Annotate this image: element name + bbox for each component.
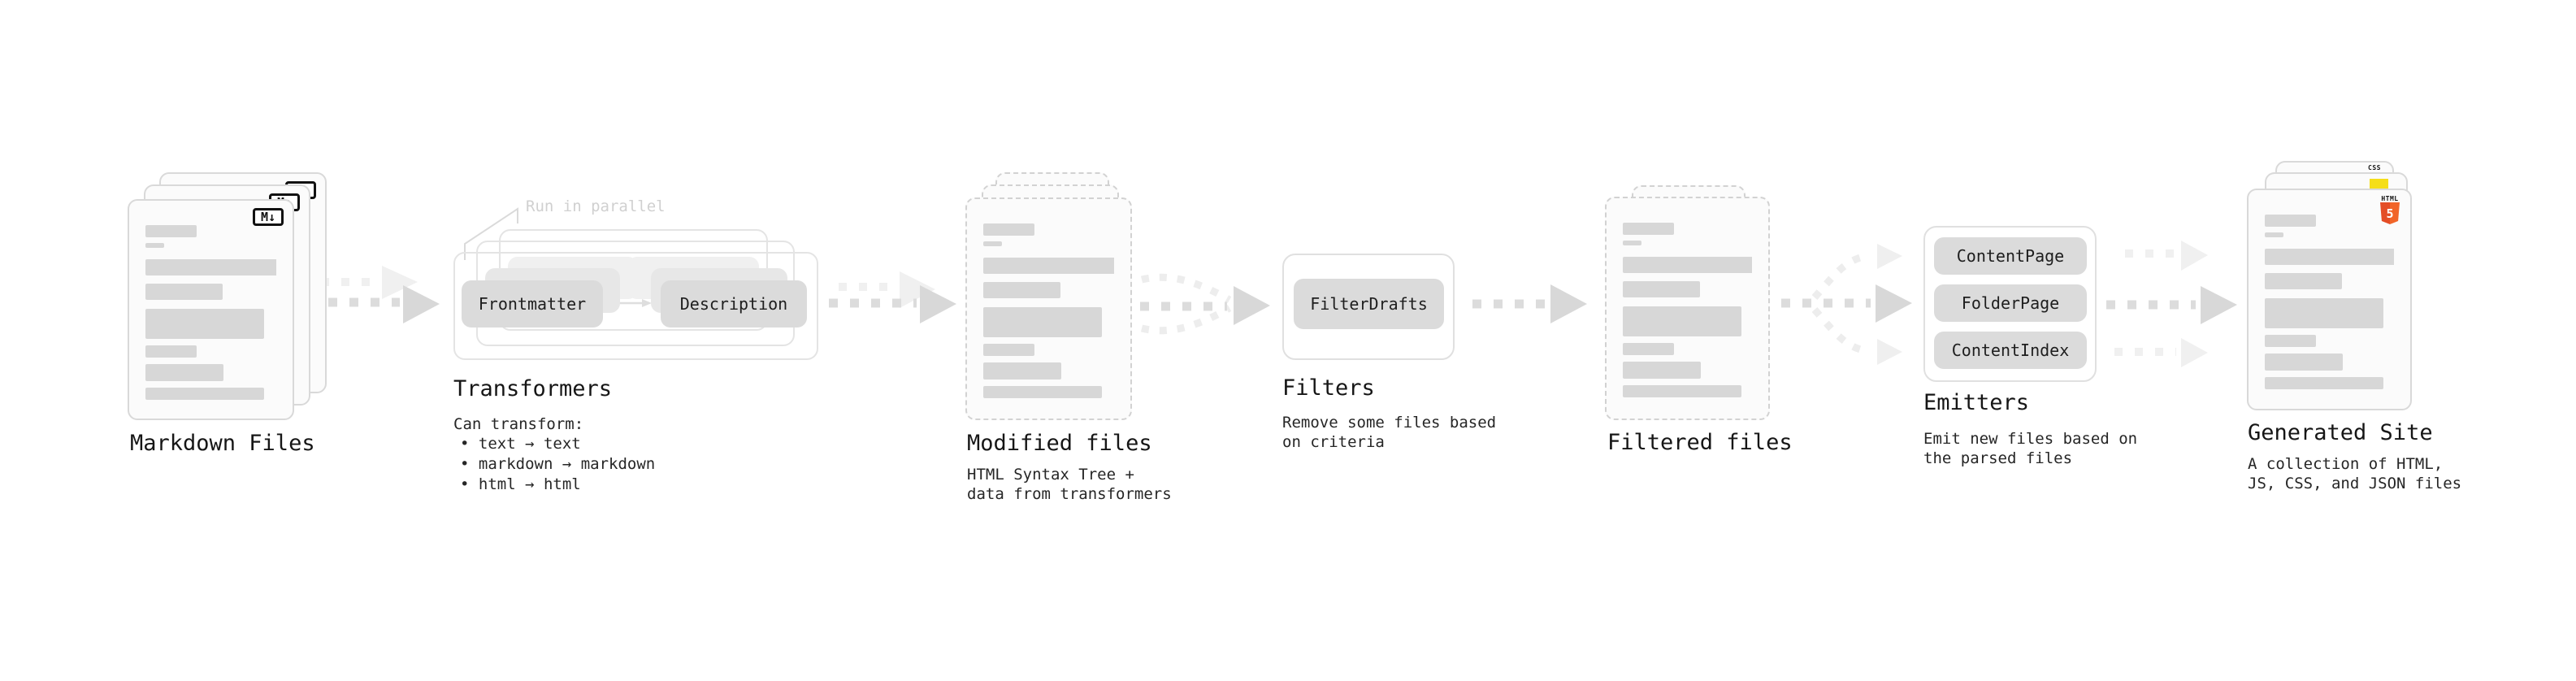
description-line: on criteria [1282,433,1385,451]
skeleton-line [2265,354,2343,371]
bullet-markdown-to-markdown: markdown → markdown [460,454,655,475]
skeleton-line [2265,273,2342,289]
skeleton-line [1623,281,1700,297]
skeleton-line [145,388,264,400]
filters-description: Remove some files based on criteria [1282,413,1496,452]
skeleton-line [2265,298,2383,328]
css-icon-label: CSS [2368,164,2381,171]
js-icon [2370,179,2388,189]
file-content-skeleton [2265,190,2394,409]
description-line: data from transformers [967,485,1172,503]
skeleton-line [145,243,164,248]
transformers-bullet-list: text → text markdown → markdown html → h… [460,434,655,495]
skeleton-line [1623,362,1701,379]
skeleton-line [1623,385,1741,397]
skeleton-line [2265,249,2394,265]
filter-drafts-filter: FilterDrafts [1294,279,1444,329]
description-line: A collection of HTML, [2248,455,2444,473]
file-content-skeleton [145,201,276,419]
modified-file-card [965,197,1132,420]
skeleton-line [2265,377,2383,389]
description-line: Emit new files based on [1923,430,2138,448]
arrow-filtered-to-emitters [1781,244,1912,365]
emitters-title: Emitters [1923,390,2030,415]
skeleton-line [1623,257,1752,273]
skeleton-line [983,282,1060,298]
frontmatter-transformer: Frontmatter [462,280,603,327]
skeleton-line [1623,343,1674,355]
file-content-skeleton [983,199,1114,419]
folder-page-emitter: FolderPage [1934,284,2087,322]
skeleton-line [983,344,1034,356]
skeleton-line [1623,241,1641,245]
arrow-modified-to-filters [1140,273,1270,335]
file-content-skeleton [1623,198,1752,419]
skeleton-line [2265,335,2316,347]
skeleton-line [983,386,1102,398]
description-transformer: Description [661,280,807,327]
skeleton-line [1623,306,1741,336]
generated-site-title: Generated Site [2248,420,2433,445]
skeleton-line [145,225,197,237]
description-line: the parsed files [1923,449,2073,467]
skeleton-line [145,309,264,339]
bullet-html-to-html: html → html [460,475,655,495]
emitters-description: Emit new files based on the parsed files [1923,429,2137,468]
arrow-markdown-to-transformers [307,285,440,323]
description-line: JS, CSS, and JSON files [2248,475,2462,492]
arrow-transformers-to-modified-back [839,271,935,308]
skeleton-line [2265,215,2316,227]
generated-site-description: A collection of HTML, JS, CSS, and JSON … [2248,454,2461,493]
bullet-text-to-text: text → text [460,434,655,454]
arrow-emitters-to-generated [2106,241,2237,367]
description-line: HTML Syntax Tree + [967,466,1134,484]
modified-files-title: Modified files [967,431,1152,456]
generated-html-file-card: HTML 5 [2247,189,2412,410]
html5-icon-label: HTML [2381,195,2399,202]
skeleton-line [983,307,1102,337]
skeleton-line [145,259,276,275]
skeleton-line [983,258,1114,274]
skeleton-line [2265,232,2283,237]
filtered-files-title: Filtered files [1607,430,1793,455]
filtered-file-card [1605,197,1770,420]
skeleton-line [983,241,1002,246]
skeleton-line [983,223,1034,236]
markdown-icon: M↓ [253,208,284,226]
arrow-filters-to-filtered [1472,284,1587,323]
filters-title: Filters [1282,375,1375,401]
content-page-emitter: ContentPage [1934,237,2087,275]
markdown-file-card: M↓ [128,199,294,420]
transformers-description: Can transform: [453,415,584,433]
html5-shield-number: 5 [2386,206,2394,221]
markdown-files-title: Markdown Files [130,431,315,456]
skeleton-line [145,284,223,300]
transformers-title: Transformers [453,376,613,401]
modified-files-description: HTML Syntax Tree + data from transformer… [967,465,1172,504]
skeleton-line [983,362,1061,380]
skeleton-line [145,364,223,381]
html5-shield: 5 [2380,202,2400,224]
description-line: Remove some files based [1282,414,1497,432]
skeleton-line [145,345,197,358]
run-in-parallel-annotation: Run in parallel [526,197,666,215]
content-index-emitter: ContentIndex [1934,332,2087,369]
html5-icon: HTML 5 [2379,195,2400,224]
transformer-layer-front [453,252,818,360]
arrow-markdown-to-transformers-back [321,266,418,299]
arrow-transformers-to-modified [829,285,956,323]
skeleton-line [1623,223,1674,235]
